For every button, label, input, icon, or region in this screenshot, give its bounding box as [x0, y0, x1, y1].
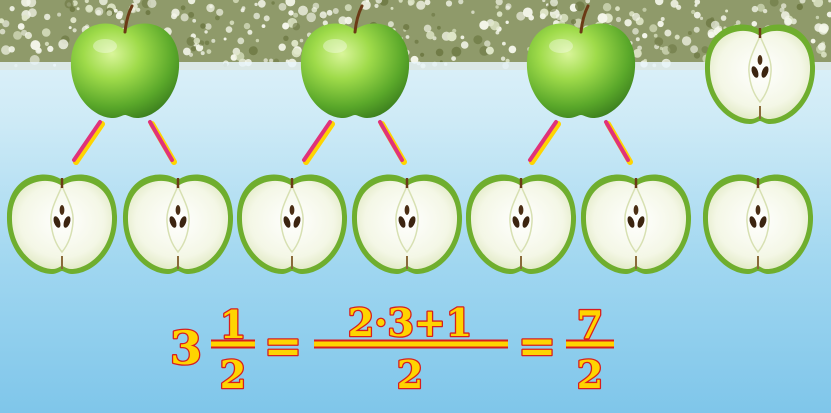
connector-line-3 — [304, 122, 330, 160]
connector-line-shadow — [306, 124, 332, 162]
whole-apple-3 — [527, 6, 635, 118]
formula-result-denominator: 2 — [577, 352, 603, 397]
connector-line-shadow — [532, 124, 558, 162]
half-apple-7 — [703, 175, 813, 274]
formula-whole: 3 — [170, 321, 202, 375]
formula-middle-denominator: 2 — [397, 352, 423, 397]
formula-equals-1: = — [264, 319, 303, 373]
half-apple-6 — [581, 175, 691, 274]
connector-line-1 — [74, 122, 100, 160]
connector-line-6 — [606, 122, 628, 160]
half-apple-extra — [705, 25, 815, 124]
half-apple-4 — [352, 175, 462, 274]
half-apple-3 — [237, 175, 347, 274]
connector-lines — [74, 122, 630, 162]
half-apple-5 — [466, 175, 576, 274]
connector-line-2 — [150, 122, 172, 160]
connector-line-shadow — [76, 124, 102, 162]
connector-line-5 — [530, 122, 556, 160]
half-apple-1 — [7, 175, 117, 274]
formula-middle-numerator: 2·3+1 — [348, 300, 472, 345]
formula: 3 1 2 = 2·3+1 2 = 7 2 — [170, 300, 614, 397]
connector-line-4 — [380, 122, 402, 160]
formula-mixed-denominator: 2 — [220, 352, 246, 397]
whole-apple-1 — [71, 6, 179, 118]
formula-equals-2: = — [518, 319, 557, 373]
whole-apple-2 — [301, 6, 409, 118]
half-apple-2 — [123, 175, 233, 274]
